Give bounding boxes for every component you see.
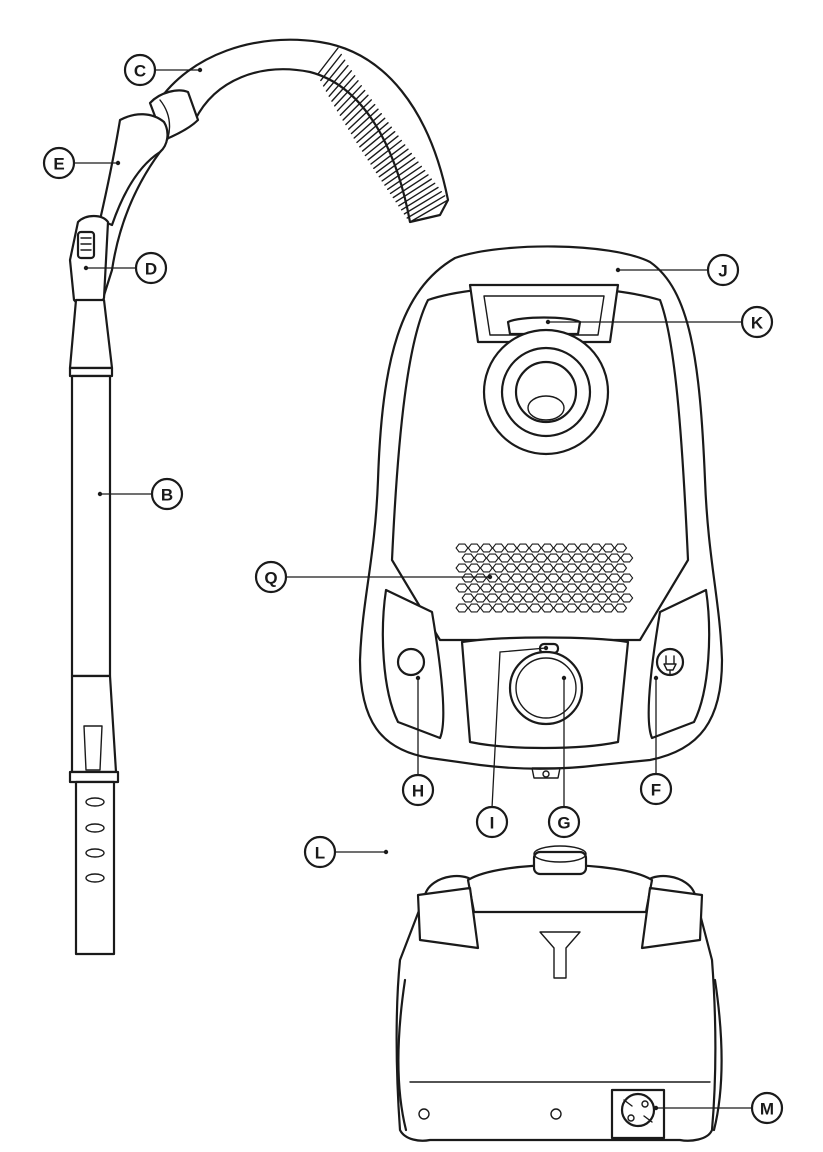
callout-k: K bbox=[742, 307, 772, 337]
callout-m-label: M bbox=[760, 1100, 774, 1119]
power-socket bbox=[622, 1094, 654, 1126]
power-control-knob bbox=[510, 652, 582, 724]
airflow-slider bbox=[78, 232, 94, 258]
callout-l: L bbox=[305, 837, 335, 867]
callout-h-label: H bbox=[412, 782, 424, 801]
callout-c-label: C bbox=[134, 62, 146, 81]
callout-h: H bbox=[403, 775, 433, 805]
telescopic-tube bbox=[70, 368, 112, 376]
callout-g: G bbox=[549, 807, 579, 837]
callout-b: B bbox=[152, 479, 182, 509]
callout-f: F bbox=[641, 774, 671, 804]
callout-g-label: G bbox=[557, 814, 570, 833]
callout-j-label: J bbox=[718, 262, 727, 281]
callout-j: J bbox=[708, 255, 738, 285]
tube-lower-section bbox=[76, 782, 114, 954]
callout-d-label: D bbox=[145, 260, 157, 279]
callout-f-label: F bbox=[651, 781, 661, 800]
rear-handle-grip bbox=[534, 852, 586, 874]
callout-q-label: Q bbox=[264, 569, 277, 588]
vacuum-rear-view bbox=[397, 846, 722, 1141]
callout-d: D bbox=[136, 253, 166, 283]
callout-l-label: L bbox=[315, 844, 325, 863]
tube-lock bbox=[72, 676, 116, 772]
airflow-slider-housing bbox=[70, 216, 108, 307]
cord-rewind-button bbox=[398, 649, 424, 675]
vacuum-top-view bbox=[360, 246, 722, 778]
callout-e: E bbox=[44, 148, 74, 178]
callout-k-label: K bbox=[751, 314, 764, 333]
callout-m: M bbox=[752, 1093, 782, 1123]
callout-q: Q bbox=[256, 562, 286, 592]
callout-i: I bbox=[477, 807, 507, 837]
callout-c: C bbox=[125, 55, 155, 85]
callout-e-label: E bbox=[53, 155, 64, 174]
handle-upper-curve bbox=[100, 114, 167, 225]
callout-b-label: B bbox=[161, 486, 173, 505]
flexible-hose bbox=[158, 40, 448, 222]
callout-i-label: I bbox=[490, 814, 495, 833]
